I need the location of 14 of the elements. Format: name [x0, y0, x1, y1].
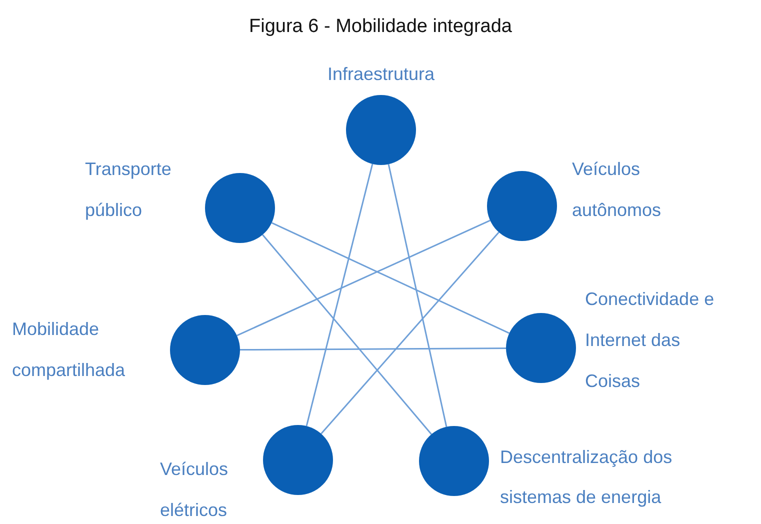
node-label: Descentralização dos sistemas de energia: [500, 446, 674, 509]
connector-line: [306, 164, 374, 426]
connector-line: [388, 164, 448, 427]
node-label: Transporte público: [85, 158, 172, 222]
connector-line: [240, 347, 506, 351]
diagram-title: Figura 6 - Mobilidade integrada: [248, 16, 513, 38]
connector-line: [320, 232, 500, 434]
node-label: Conectividade e Internet das Coisas: [585, 288, 716, 393]
connector-line: [262, 234, 432, 435]
node-label: Veículos autônomos: [572, 158, 662, 222]
connector-line: [271, 222, 510, 334]
node-label: Veículos elétricos: [160, 458, 230, 522]
node-label: Mobilidade compartilhada: [12, 318, 126, 382]
node-label: Infraestrutura: [326, 63, 436, 86]
